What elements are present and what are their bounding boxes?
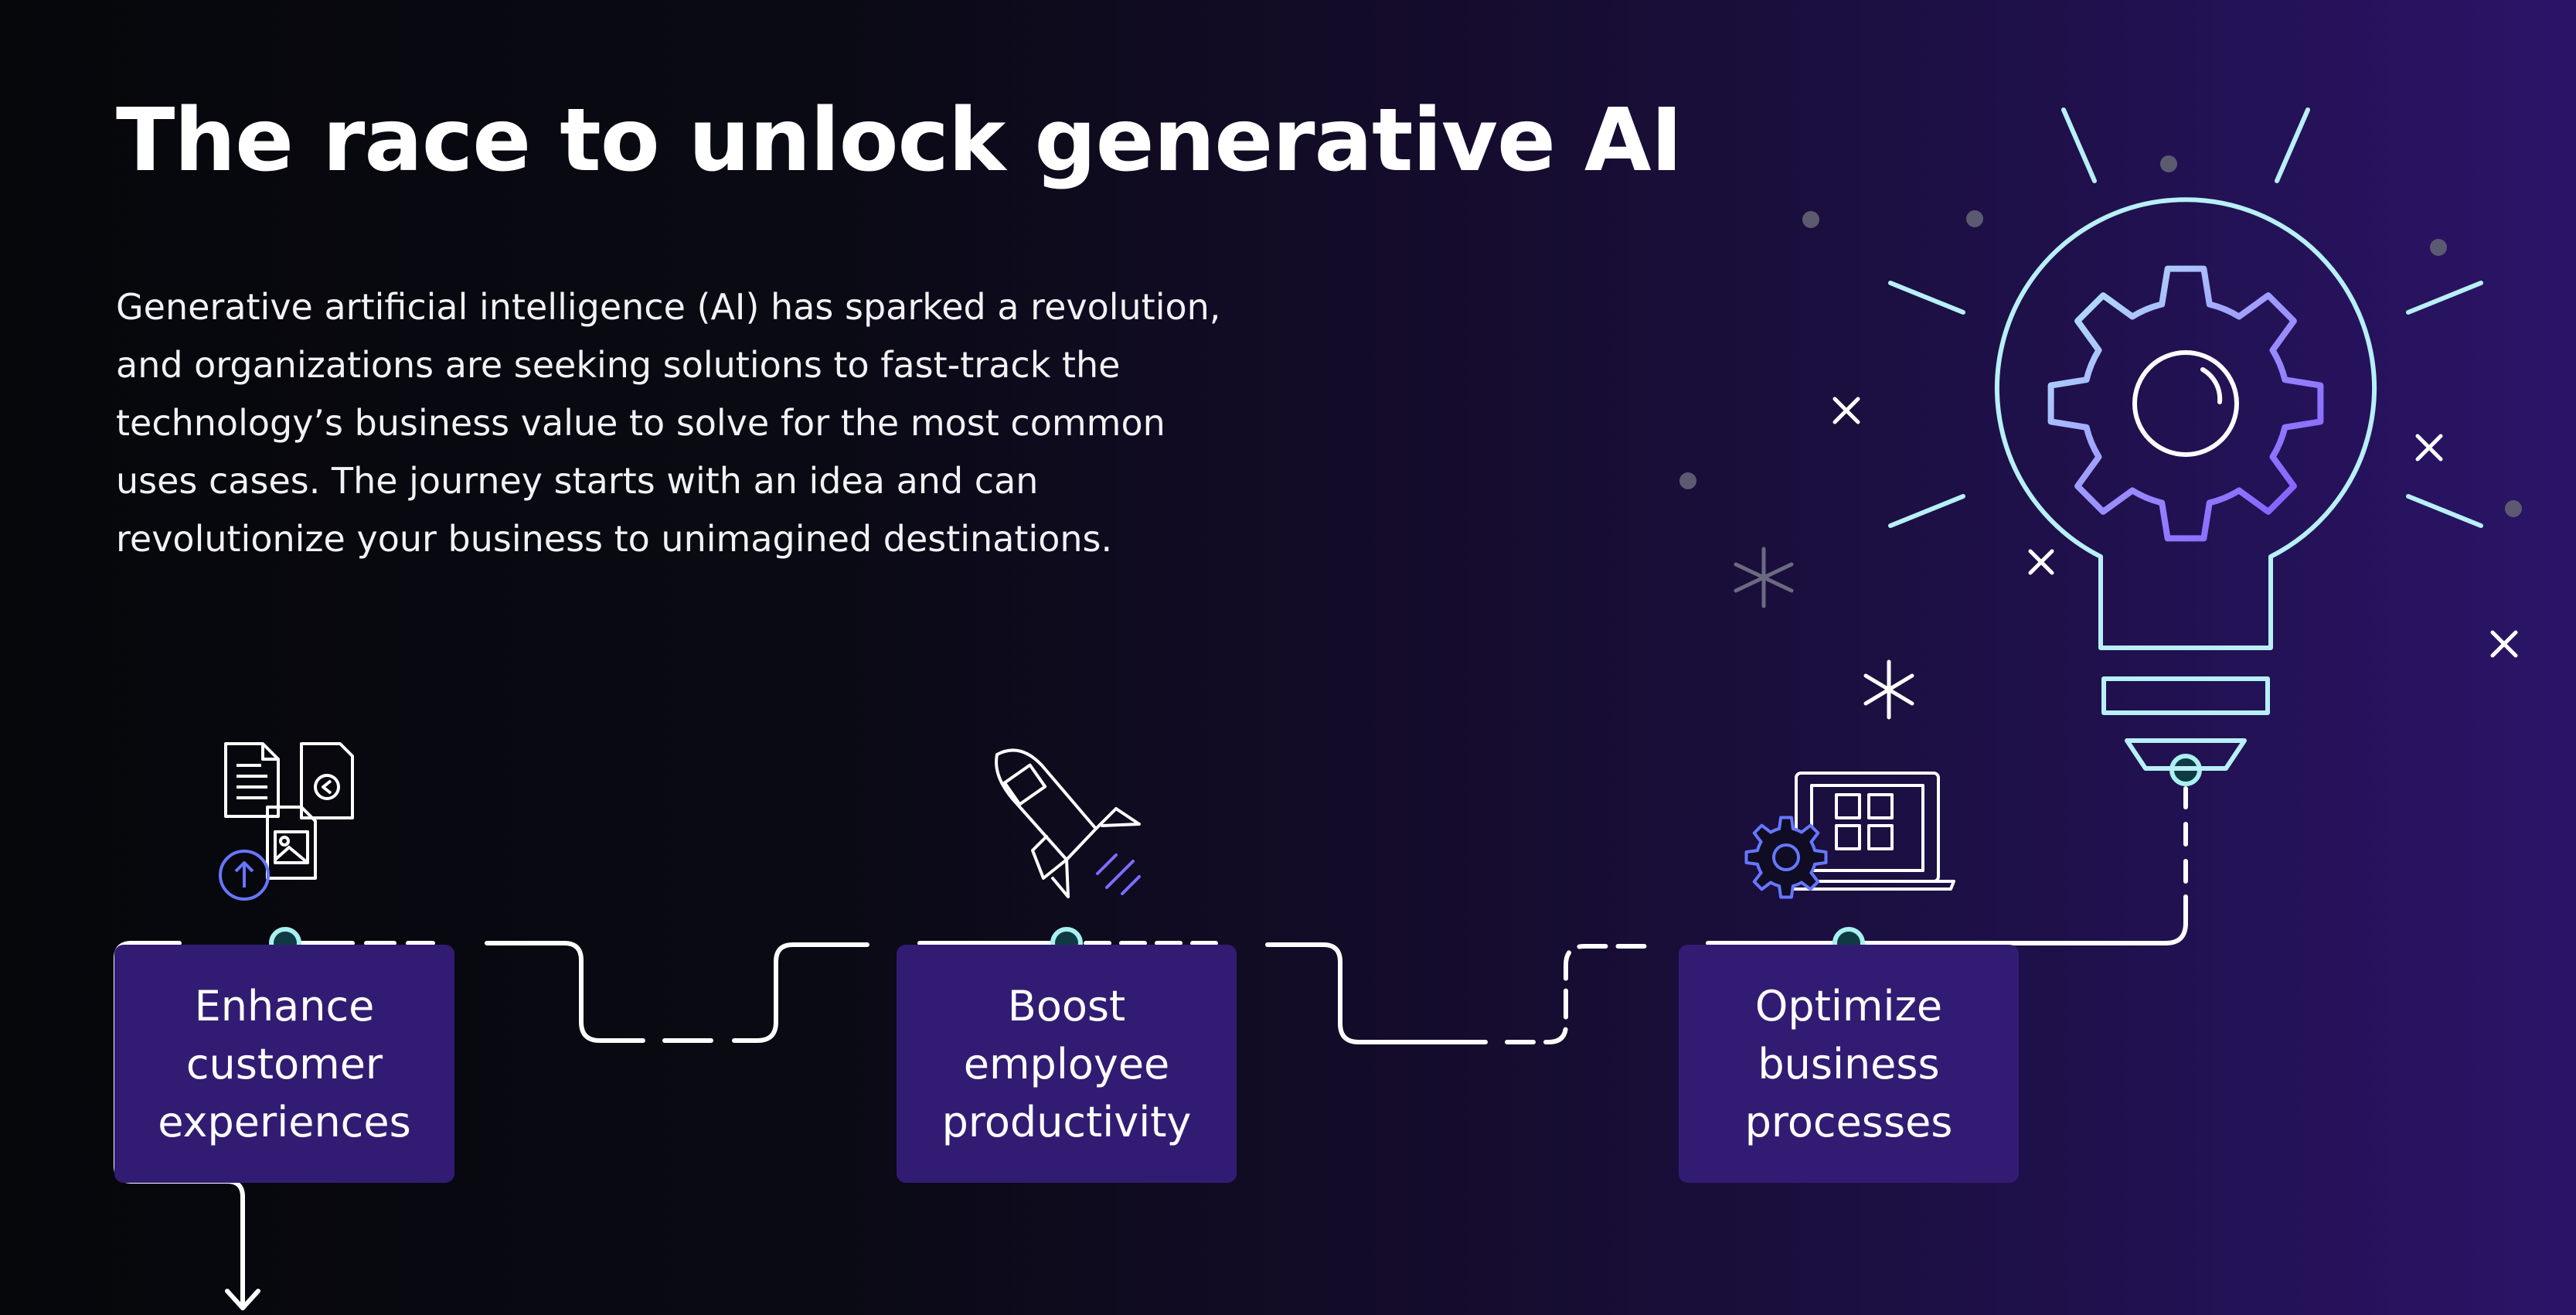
step-card-enhance-customer-experiences: Enhance customer experiences [114,945,454,1183]
intro-paragraph: Generative artificial intelligence (AI) … [116,286,1221,560]
cross-icon [1832,397,1860,424]
decorative-sparkles [1679,155,2522,720]
asterisk-icon [1863,659,1914,720]
arrow-head [225,1289,260,1310]
step-card-boost-employee-productivity: Boost employee productivity [897,945,1237,1183]
page-title: The race to unlock generative AI [116,90,1683,191]
asterisk-icon [1734,547,1794,608]
path-seg [755,942,869,1043]
cross-icon [2415,434,2443,462]
path-seg [1265,942,1488,1044]
cross-icon [2490,630,2518,658]
step-label: Boost employee productivity [941,981,1192,1146]
step-label: Optimize business processes [1744,981,1953,1146]
cross-icon [2028,549,2054,575]
path-seg [1505,944,1653,1044]
rocket-icon [995,748,1141,898]
step-label: Enhance customer experiences [158,981,411,1146]
laptop-gear-icon [1744,772,1955,899]
path-seg [1860,894,2188,945]
step-card-optimize-business-processes: Optimize business processes [1679,945,2019,1183]
documents-upload-icon [219,742,354,901]
lightbulb-gear-icon [1888,107,2483,771]
dots [1679,155,2522,517]
path-seg [485,941,645,1043]
small-gear-hole [1772,843,1800,871]
